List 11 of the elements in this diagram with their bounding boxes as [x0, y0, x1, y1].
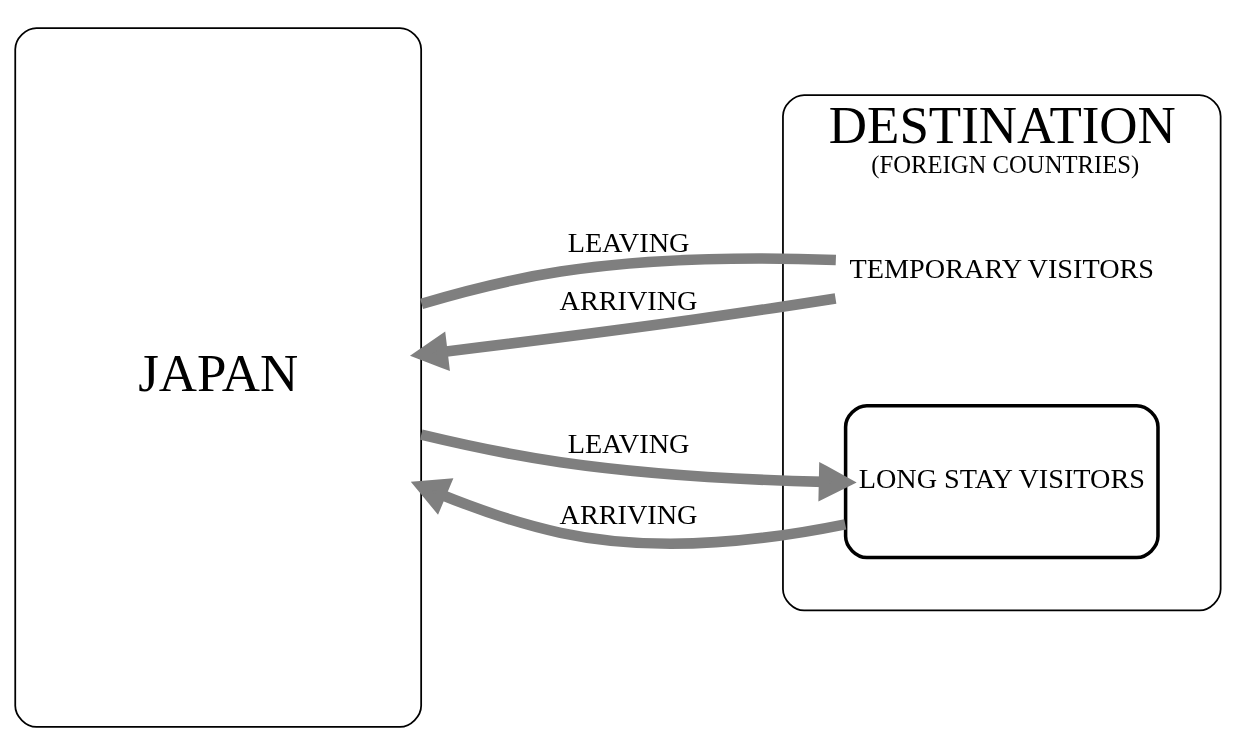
arrow	[410, 292, 837, 371]
connector	[420, 252, 836, 309]
arrow	[410, 477, 847, 549]
edge-label: ARRIVING	[559, 284, 698, 316]
edge-label: LEAVING	[567, 226, 690, 258]
edge-label: ARRIVING	[559, 498, 698, 530]
node-box: JAPAN	[14, 26, 423, 728]
arrow	[420, 428, 857, 502]
edge-label: LEAVING	[567, 427, 690, 459]
node-text: TEMPORARY VISITORS	[849, 252, 1155, 284]
node-box: LONG STAY VISITORS	[843, 403, 1160, 559]
